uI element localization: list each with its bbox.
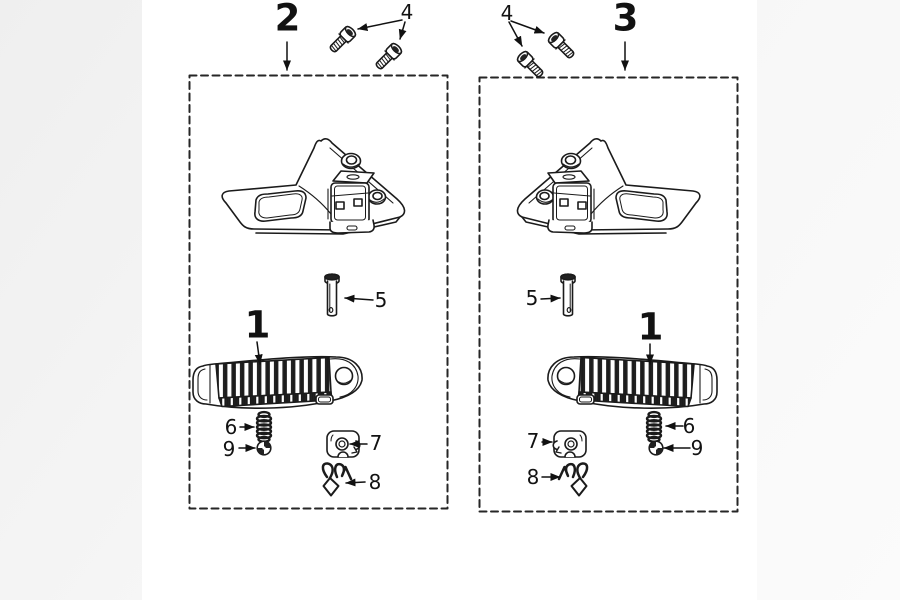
ball-drawing-right [648, 440, 664, 456]
footpeg-drawing-left [192, 355, 363, 409]
arrow-clip-left [345, 478, 366, 487]
bolt-drawing-left-lower [372, 40, 405, 73]
callout-pin-right: 5 [525, 286, 539, 310]
callout-ball-left: 9 [222, 437, 236, 461]
footpeg-drawing-right [547, 355, 718, 409]
arrow-bolt-left-upper [357, 19, 403, 32]
arrow-pin-left [344, 294, 374, 303]
bracket-drawing-left [221, 138, 406, 235]
callout-bolts-right: 4 [500, 1, 514, 25]
callout-footpeg-right: 1 [637, 305, 664, 349]
callout-retainer-clip-left: 8 [368, 470, 382, 494]
callout-cam-plate-right: 7 [526, 429, 540, 453]
callout-assembly-left: 2 [274, 0, 301, 40]
bolt-drawing-right-upper [545, 29, 578, 62]
arrow-bolt-right-lower [508, 21, 523, 47]
callout-assembly-right: 3 [612, 0, 639, 40]
assembly-box-left [188, 74, 449, 510]
bolt-drawing-right-lower [514, 48, 547, 81]
callout-retainer-clip-right: 8 [526, 465, 540, 489]
callout-spring-left: 6 [224, 415, 238, 439]
bracket-drawing-right [516, 138, 701, 235]
callout-ball-right: 9 [690, 436, 704, 460]
diagram-paper [142, 0, 757, 600]
callout-footpeg-left: 1 [244, 303, 271, 347]
ball-drawing-left [256, 440, 272, 456]
arrow-bolt-right-upper [510, 20, 545, 34]
arrow-pin-right [540, 294, 561, 303]
spring-drawing-right [645, 410, 663, 443]
cam-plate-drawing-right [552, 430, 587, 458]
leader-arrows [238, 19, 691, 487]
spring-drawing-left [255, 410, 273, 443]
pin-drawing-left [324, 273, 340, 317]
callout-bolts-left: 4 [400, 0, 414, 24]
assembly-box-right [478, 76, 739, 513]
callout-cam-plate-left: 7 [369, 431, 383, 455]
pin-drawing-right [560, 273, 576, 317]
callout-spring-right: 6 [682, 414, 696, 438]
bolt-drawing-left-upper [326, 23, 359, 56]
wire-clip-drawing-left [321, 462, 353, 497]
arrow-bolt-left-lower [398, 21, 407, 40]
wire-clip-drawing-right [557, 462, 589, 497]
callout-pin-left: 5 [374, 288, 388, 312]
arrow-footpeg-left [254, 341, 263, 365]
